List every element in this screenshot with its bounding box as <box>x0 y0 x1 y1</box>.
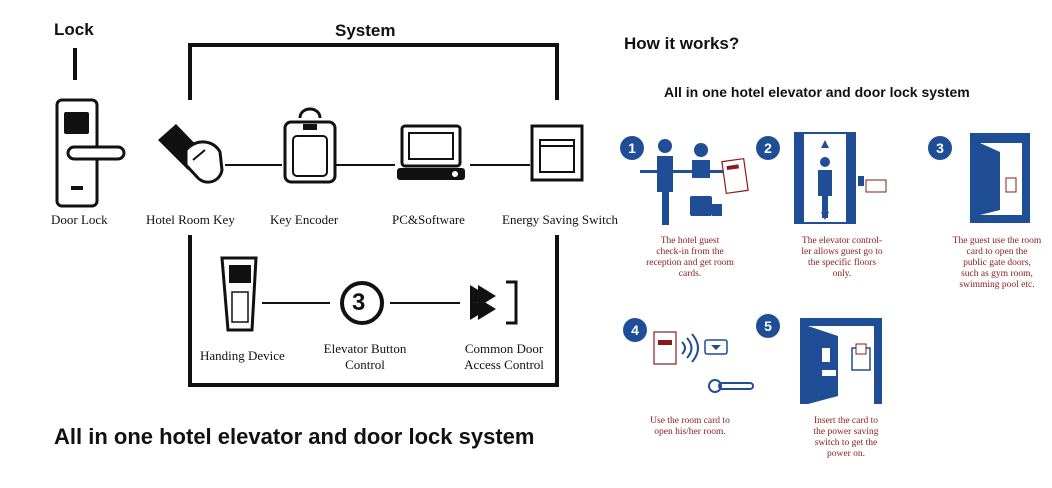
step-3-number: 3 <box>928 136 952 160</box>
system-title: System <box>335 21 396 40</box>
energy-saving-switch-label: Energy Saving Switch <box>502 212 619 227</box>
elevator-button-label: Elevator Button Control <box>320 341 410 373</box>
hotel-room-key-icon <box>158 124 224 184</box>
step-3-line3: public gate doors, <box>963 258 1031 268</box>
step-4-line2: open his/her room. <box>654 427 726 437</box>
step-1-line2: check-in from the <box>656 247 724 257</box>
step-4-number: 4 <box>623 318 647 342</box>
step-1-text: The hotel guest check-in from the recept… <box>630 236 750 280</box>
step-1-card-icon <box>721 157 749 195</box>
step-5-line2: the power saving <box>813 427 879 437</box>
step-4-illustration <box>653 331 754 393</box>
common-door-icon <box>470 280 518 325</box>
step-5-text: Insert the card to the power saving swit… <box>788 416 904 460</box>
step-5-line3: switch to get the <box>814 438 878 448</box>
step-1-illustration <box>640 139 730 225</box>
system-bracket <box>188 43 559 100</box>
step-2-illustration <box>794 132 887 224</box>
step-1-line4: cards. <box>678 269 702 279</box>
step-3-line4: such as gym room, <box>961 269 1033 279</box>
door-lock-icon <box>55 98 126 208</box>
elevator-button-label-line1: Elevator Button <box>323 341 407 356</box>
handing-device-label: Handing Device <box>200 348 285 363</box>
step-5-line4: power on. <box>827 449 865 459</box>
step-3-text: The guest use the room card to open the … <box>944 236 1050 291</box>
elevator-number: 3 <box>352 289 366 316</box>
step-2-line1: The elevator control- <box>801 236 883 246</box>
step-3-line1: The guest use the room <box>952 236 1042 246</box>
step-5-number: 5 <box>756 314 780 338</box>
step-4-text: Use the room card to open his/her room. <box>632 416 748 438</box>
pc-software-icon <box>397 124 465 180</box>
step-5-line1: Insert the card to <box>813 416 879 426</box>
step-2-line2: ler allows guest go to <box>801 247 883 257</box>
common-door-label: Common Door Access Control <box>456 341 552 373</box>
step-4-line1: Use the room card to <box>650 416 730 426</box>
step-5-illustration <box>800 318 882 404</box>
step-1-line3: reception and get room <box>646 258 734 268</box>
door-lock-label: Door Lock <box>51 212 108 227</box>
step-3-line2: card to open the <box>966 247 1028 257</box>
elevator-button-label-line2: Control <box>345 357 385 372</box>
step-3-line5: swimming pool etc. <box>959 280 1035 290</box>
hotel-room-key-label: Hotel Room Key <box>146 212 235 227</box>
key-encoder-label: Key Encoder <box>270 212 339 227</box>
how-it-works-title: How it works? <box>624 34 740 53</box>
pc-software-label: PC&Software <box>392 212 465 227</box>
handing-device-icon <box>220 256 258 332</box>
step-1-line1: The hotel guest <box>660 236 720 246</box>
lock-title: Lock <box>54 20 94 39</box>
step-2-number: 2 <box>756 136 780 160</box>
right-subtitle: All in one hotel elevator and door lock … <box>664 84 970 100</box>
step-2-text: The elevator control- ler allows guest g… <box>782 236 902 280</box>
step-3-illustration <box>970 133 1030 223</box>
common-door-label-line2: Access Control <box>464 357 544 372</box>
energy-saving-switch-icon <box>530 124 584 182</box>
step-2-line4: only. <box>832 269 852 279</box>
common-door-label-line1: Common Door <box>464 341 544 356</box>
left-caption: All in one hotel elevator and door lock … <box>54 424 535 449</box>
elevator-button-icon <box>340 281 384 325</box>
system-bottom-loop <box>188 235 559 387</box>
step-2-line3: the specific floors <box>807 258 877 268</box>
step-1-number: 1 <box>620 136 644 160</box>
key-encoder-icon <box>283 107 337 184</box>
